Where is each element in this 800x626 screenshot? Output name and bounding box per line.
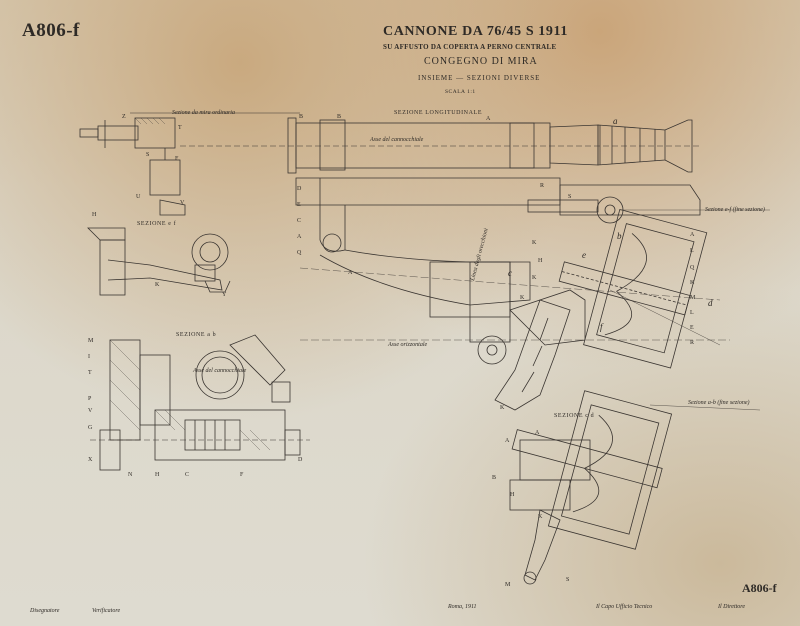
toothed-sector [494, 299, 571, 411]
part-label: L [690, 310, 694, 316]
section-label-cd: SEZIONE c d [554, 413, 595, 419]
worm-shaft-housing [154, 409, 286, 461]
part-label: T [178, 125, 182, 131]
sheet-code: A806-f [22, 20, 80, 41]
part-label: F [175, 156, 179, 162]
part-label: V [88, 408, 93, 414]
part-label: D [298, 457, 303, 463]
worm-wheel [191, 233, 229, 271]
part-label: I [88, 354, 90, 360]
part-label: A [505, 438, 510, 444]
part-label: K [532, 240, 537, 246]
telescope-tube [549, 124, 599, 166]
part-label: S [568, 194, 572, 200]
footer-verifier: Verificatore [92, 608, 121, 614]
letter-d: d [708, 298, 713, 308]
hand-lever [87, 227, 126, 241]
letter-e: e [582, 250, 586, 260]
telescope-rear-cap [287, 117, 297, 174]
note-right-top: Sezione e-f (fine sezione) [705, 207, 765, 213]
part-label: K [690, 280, 695, 286]
part-label: K [532, 275, 537, 281]
telescope-body [295, 122, 551, 169]
drawing-subtitle: SU AFFUSTO DA COPERTA A PERNO CENTRALE [383, 43, 557, 51]
drawing-scale: SCALA 1:1 [445, 89, 476, 95]
part-label: Z [122, 114, 126, 120]
sheet-code-bottom: A806-f [742, 581, 777, 595]
part-label: E [297, 202, 301, 208]
letter-a: a [613, 116, 618, 126]
footer-place-date: Roma, 1911 [448, 604, 477, 610]
part-label: A [297, 234, 302, 240]
letter-f: f [600, 322, 603, 332]
collimator-ring [195, 350, 245, 400]
part-label: M [690, 295, 696, 301]
part-label: T [88, 370, 92, 376]
part-label: B [299, 114, 304, 120]
part-label: A [486, 116, 491, 122]
part-label: V [180, 200, 185, 206]
part-label: Q [297, 250, 302, 256]
part-label: K [538, 514, 543, 520]
note-telescope-axis: Asse del cannocchiale [370, 137, 424, 143]
letter-c: c [508, 268, 512, 278]
note-right-mid: Sezione a-b (fine sezione) [688, 400, 750, 406]
part-label: H [155, 472, 160, 478]
part-label: M [88, 338, 94, 344]
footer-chief: Il Capo Ufficio Tecnico [596, 604, 653, 610]
part-label: K [500, 405, 505, 411]
part-label: A [348, 270, 353, 276]
letter-b: b [617, 231, 622, 241]
part-label: U [136, 194, 141, 200]
part-label: K [520, 295, 525, 301]
drawing-subheading: INSIEME — SEZIONI DIVERSE [418, 74, 541, 82]
note-horizontal-axis: Asse orizzontale [388, 342, 428, 348]
part-label: K [155, 282, 160, 288]
part-label: D [297, 186, 302, 192]
drawing-title: CANNONE DA 76/45 S 1911 [383, 24, 568, 39]
part-label: Y [222, 292, 227, 298]
part-label: C [185, 472, 190, 478]
part-label: B [492, 475, 497, 481]
part-label: E [690, 325, 694, 331]
part-label: A [535, 430, 540, 436]
part-label: M [505, 582, 511, 588]
part-label: G [88, 425, 93, 431]
part-label: X [88, 457, 93, 463]
part-label: S [146, 152, 150, 158]
part-label: H [510, 492, 515, 498]
part-label: L [690, 248, 694, 254]
cd-housing [547, 390, 673, 550]
section-label-longitudinal: SEZIONE LONGITUDINALE [394, 110, 483, 116]
drawing-heading: CONGEGNO DI MIRA [424, 56, 538, 67]
part-label: R [690, 340, 695, 346]
trunnion-pin [477, 335, 507, 365]
part-label: P [88, 396, 92, 402]
part-label: N [128, 472, 133, 478]
footer-director: Il Direttore [718, 604, 746, 610]
section-label-ef: SEZIONE e f [137, 221, 177, 227]
part-label: R [540, 183, 545, 189]
part-label: C [297, 218, 302, 224]
footer-draftsman: Disegnatore [30, 608, 60, 614]
part-label: Q [690, 265, 695, 271]
part-label: H [92, 212, 97, 218]
note-ab-axis: Asse del cannocchiale [193, 368, 247, 374]
part-label: F [240, 472, 244, 478]
part-label: H [538, 258, 543, 264]
part-label: B [337, 114, 342, 120]
part-label: A [690, 232, 695, 238]
elevation-gearbox [583, 208, 708, 369]
note-ordinary-sight: Sezione da mira ordinaria [172, 110, 235, 116]
part-label: S [566, 577, 570, 583]
section-label-ab: SEZIONE a b [176, 332, 217, 338]
